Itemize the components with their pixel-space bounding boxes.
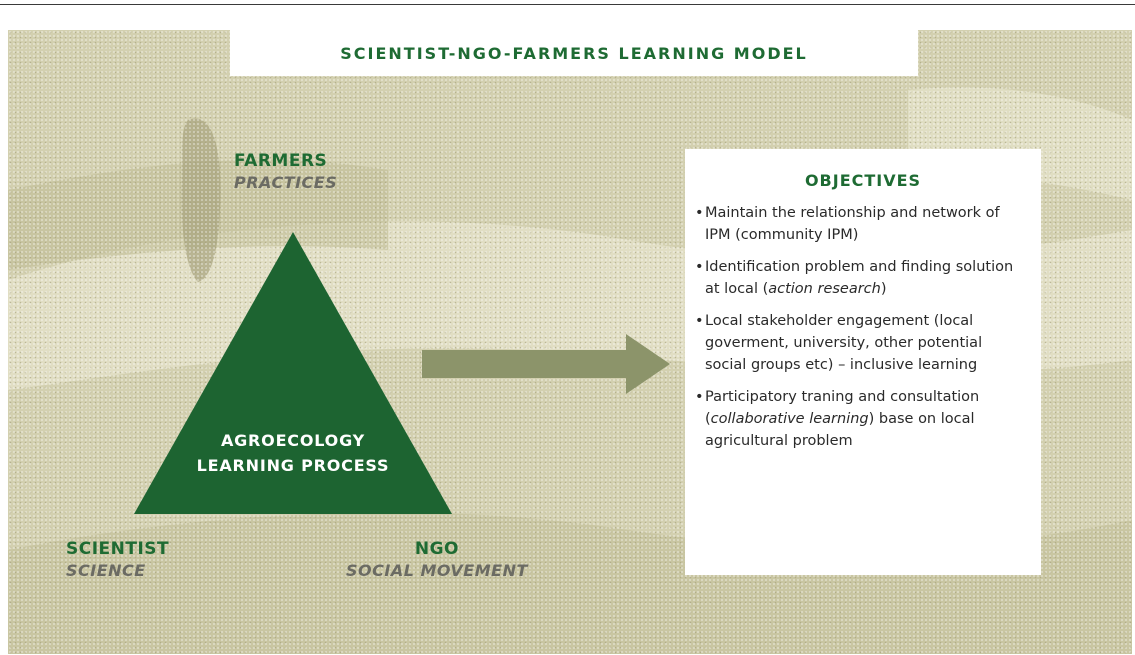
objective-text: Maintain the relationship and network of… [705,205,1000,243]
objective-text: Participatory traning and consultation ( [705,389,980,427]
objective-text: Identification problem and finding solut… [705,259,1014,297]
triangle-center-line2: LEARNING PROCESS [196,456,390,475]
objective-item: •Maintain the relationship and network o… [695,202,1027,246]
vertex-ngo: NGO SOCIAL MOVEMENT [346,538,528,582]
triangle-center-line1: AGROECOLOGY [220,431,366,450]
objective-text-end: ) [880,281,887,297]
objectives-list: •Maintain the relationship and network o… [695,202,1027,452]
bullet-icon: • [695,313,704,329]
learning-triangle [134,232,452,514]
vertex-farmers-sub: PRACTICES [234,173,338,192]
vertex-scientist-name: SCIENTIST [66,539,170,559]
triangle-center-label: AGROECOLOGY LEARNING PROCESS [168,428,418,478]
objective-item: •Identification problem and finding solu… [695,256,1027,300]
vertex-farmers: FARMERS PRACTICES [234,150,337,194]
vertex-ngo-name: NGO [414,539,460,559]
vertex-farmers-name: FARMERS [234,151,328,171]
objective-item: •Participatory traning and consultation … [695,386,1027,452]
triangle-shape [134,232,452,514]
objectives-heading: OBJECTIVES [804,171,922,190]
objective-emphasis: collaborative learning [710,411,869,427]
objective-text-end: ) base on local agricultural problem [705,411,975,449]
objective-item: •Local stakeholder engagement (local gov… [695,310,1027,376]
objective-text: Local stakeholder engagement (local gove… [705,313,983,373]
bullet-icon: • [695,389,704,405]
vertex-scientist-sub: SCIENCE [66,561,146,580]
title-box: SCIENTIST-NGO-FARMERS LEARNING MODEL [230,30,918,76]
objective-emphasis: action research [768,281,881,297]
vertex-scientist: SCIENTIST SCIENCE [66,538,169,582]
vertex-ngo-sub: SOCIAL MOVEMENT [346,561,528,580]
diagram-panel: SCIENTIST-NGO-FARMERS LEARNING MODEL FAR… [8,30,1132,654]
diagram-title: SCIENTIST-NGO-FARMERS LEARNING MODEL [340,43,808,63]
right-arrow-icon [422,334,670,394]
bullet-icon: • [695,205,704,221]
top-rule [0,4,1135,5]
objectives-box: OBJECTIVES •Maintain the relationship an… [685,149,1041,575]
bullet-icon: • [695,259,704,275]
